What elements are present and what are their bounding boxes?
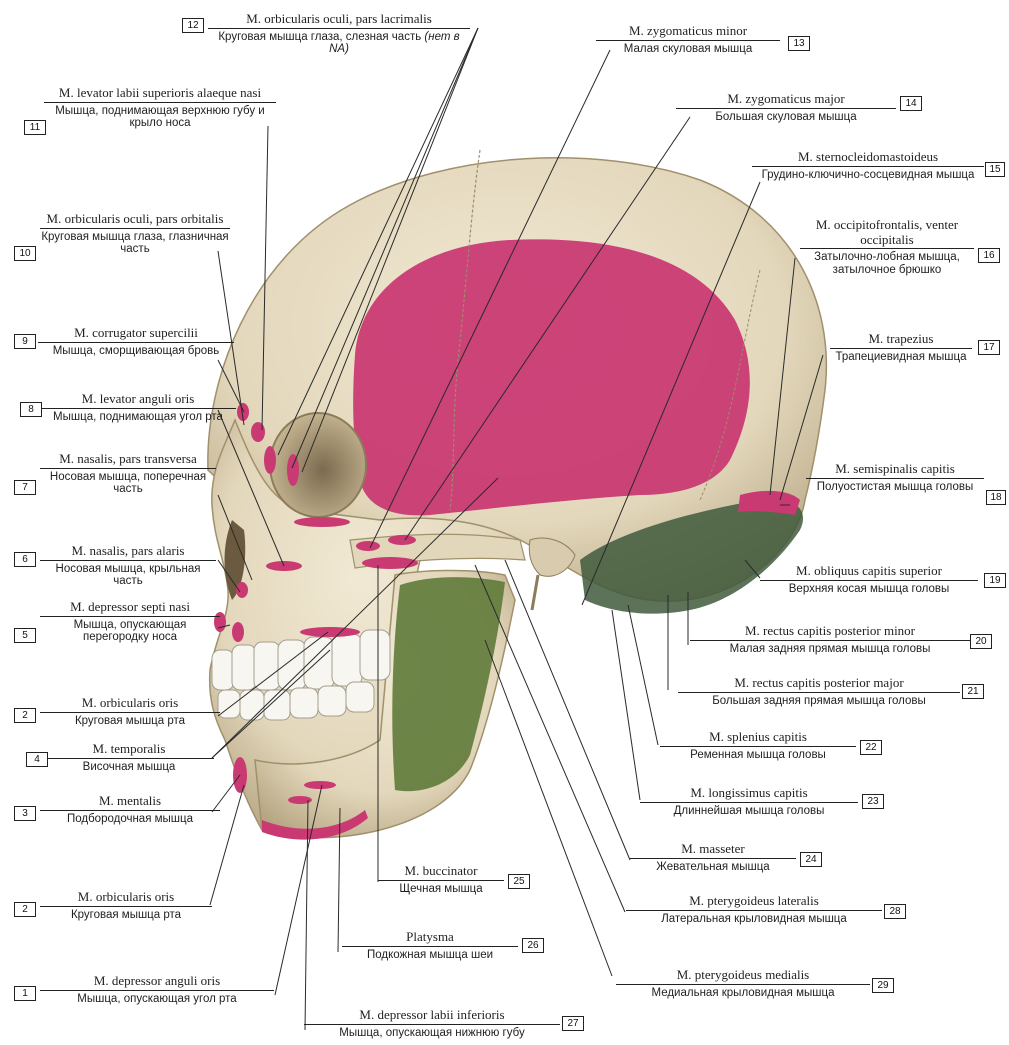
label-10: M. orbicularis oculi, pars orbitalis Кру… [40, 212, 230, 256]
label-29-number: 29 [872, 978, 894, 993]
label-21: M. rectus capitis posterior major Больша… [678, 676, 960, 707]
label-5: M. depressor septi nasi Мышца, опускающа… [40, 600, 220, 644]
label-15-number: 15 [985, 162, 1005, 177]
label-15: M. sternocleidomastoideus Грудино-ключич… [752, 150, 984, 181]
label-26-number: 26 [522, 938, 544, 953]
label-28-number: 28 [884, 904, 906, 919]
label-2a: M. orbicularis oris Круговая мышца рта [40, 696, 220, 727]
label-7: M. nasalis, pars transversa Носовая мышц… [40, 452, 216, 496]
label-11-number: 11 [24, 120, 46, 135]
label-19: M. obliquus capitis superior Верхняя кос… [760, 564, 978, 595]
label-23-number: 23 [862, 794, 884, 809]
label-21-number: 21 [962, 684, 984, 699]
orbit [270, 413, 366, 517]
label-8-number: 8 [20, 402, 42, 417]
label-2a-number: 2 [14, 708, 36, 723]
label-13-number: 13 [788, 36, 810, 51]
label-27: M. depressor labii inferioris Мышца, опу… [304, 1008, 560, 1039]
label-7-number: 7 [14, 480, 36, 495]
label-9: M. corrugator supercilii Мышца, сморщива… [38, 326, 234, 357]
label-24-number: 24 [800, 852, 822, 867]
label-8: M. levator anguli oris Мышца, поднимающа… [40, 392, 236, 423]
label-29: M. pterygoideus medialis Медиальная крыл… [616, 968, 870, 999]
label-9-number: 9 [14, 334, 36, 349]
label-2b: M. orbicularis oris Круговая мышца рта [40, 890, 212, 921]
label-3: M. mentalis Подбородочная мышца [40, 794, 220, 825]
label-24: M. masseter Жевательная мышца [630, 842, 796, 873]
label-23: M. longissimus capitis Длиннейшая мышца … [640, 786, 858, 817]
label-12: M. orbicularis oculi, pars lacrimalis Кр… [208, 12, 470, 56]
label-12-number: 12 [182, 18, 204, 33]
label-6-number: 6 [14, 552, 36, 567]
label-16-number: 16 [978, 248, 1000, 263]
label-14: M. zygomaticus major Большая скуловая мы… [676, 92, 896, 123]
label-28: M. pterygoideus lateralis Латеральная кр… [626, 894, 882, 925]
label-20: M. rectus capitis posterior minor Малая … [690, 624, 970, 655]
label-18-number: 18 [986, 490, 1006, 505]
label-20-number: 20 [970, 634, 992, 649]
label-6: M. nasalis, pars alaris Носовая мышца, к… [40, 544, 216, 588]
label-4: M. temporalis Височная мышца [44, 742, 214, 773]
label-22: M. splenius capitis Ременная мышца голов… [660, 730, 856, 761]
temporalis-origin-area [353, 239, 750, 515]
label-14-number: 14 [900, 96, 922, 111]
label-25: M. buccinator Щечная мышца [378, 864, 504, 895]
label-27-number: 27 [562, 1016, 584, 1031]
label-4-number: 4 [26, 752, 48, 767]
label-2b-number: 2 [14, 902, 36, 917]
label-22-number: 22 [860, 740, 882, 755]
label-1-number: 1 [14, 986, 36, 1001]
label-17: M. trapezius Трапециевидная мышца [830, 332, 972, 363]
label-3-number: 3 [14, 806, 36, 821]
label-16: M. occipitofrontalis, venter occipitalis… [800, 218, 974, 277]
styloid-process [532, 575, 538, 610]
label-18: M. semispinalis capitis Полуостистая мыш… [806, 462, 984, 493]
label-5-number: 5 [14, 628, 36, 643]
label-10-number: 10 [14, 246, 36, 261]
label-25-number: 25 [508, 874, 530, 889]
label-26: Platysma Подкожная мышца шеи [342, 930, 518, 961]
label-1: M. depressor anguli oris Мышца, опускающ… [40, 974, 274, 1005]
label-11: M. levator labii superioris alaeque nasi… [44, 86, 276, 130]
label-13: M. zygomaticus minor Малая скуловая мышц… [596, 24, 780, 55]
label-17-number: 17 [978, 340, 1000, 355]
label-19-number: 19 [984, 573, 1006, 588]
